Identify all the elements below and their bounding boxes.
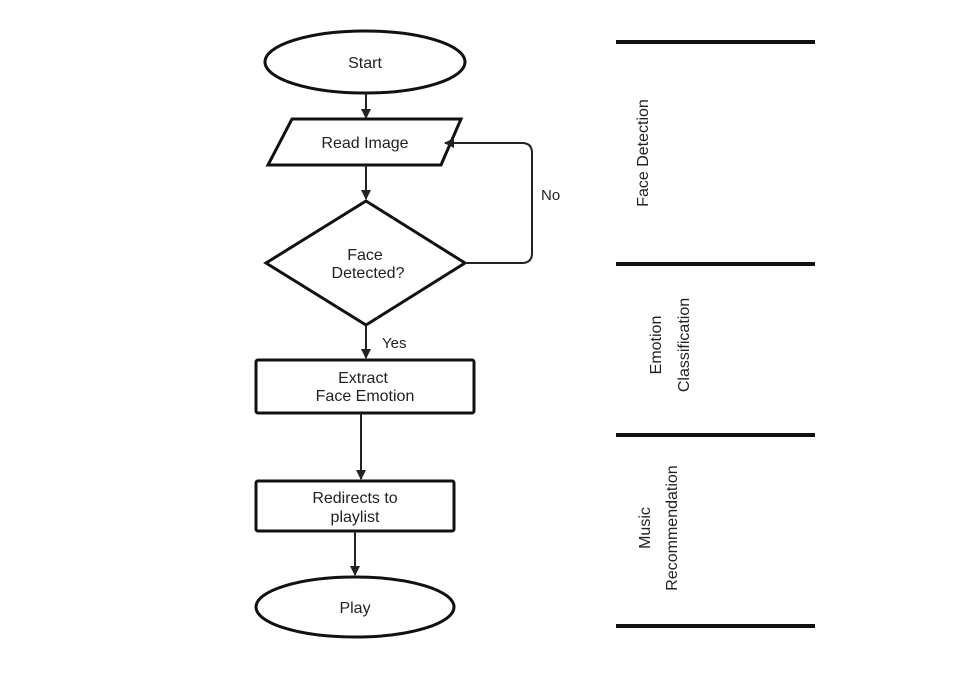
- arrow-no-loop: [444, 138, 533, 264]
- read-image-parallelogram: [265, 117, 464, 167]
- redirect-node: Redirects to playlist: [254, 479, 456, 533]
- redirect-label-line1: Redirects to: [312, 490, 397, 507]
- stage-label-music-line1: Music: [637, 507, 654, 549]
- extract-emotion-rect: [254, 358, 476, 415]
- face-detected-label-line1: Face: [347, 247, 383, 264]
- extract-emotion-label-line2: Face Emotion: [316, 388, 415, 405]
- extract-emotion-label-line1: Extract: [338, 370, 388, 387]
- edge-label-no: No: [541, 187, 560, 204]
- start-label: Start: [348, 55, 382, 72]
- play-label: Play: [339, 600, 370, 617]
- stage-label-emotion-line1: Emotion: [648, 316, 665, 375]
- play-ellipse: [254, 575, 456, 639]
- edge-label-yes: Yes: [382, 335, 406, 352]
- start-node: Start: [263, 29, 467, 95]
- play-node: Play: [254, 575, 456, 639]
- face-detected-node: Face Detected?: [263, 199, 468, 327]
- stage-label-emotion-line2: Classification: [676, 298, 693, 392]
- read-image-label: Read Image: [321, 135, 408, 152]
- read-image-node: Read Image: [265, 117, 464, 167]
- face-detected-label-line2: Detected?: [332, 265, 405, 282]
- redirect-label-line2: playlist: [331, 509, 380, 526]
- stage-label-face-detection: Face Detection: [635, 99, 652, 207]
- stage-label-music-line2: Recommendation: [664, 465, 681, 590]
- extract-emotion-node: Extract Face Emotion: [254, 358, 476, 415]
